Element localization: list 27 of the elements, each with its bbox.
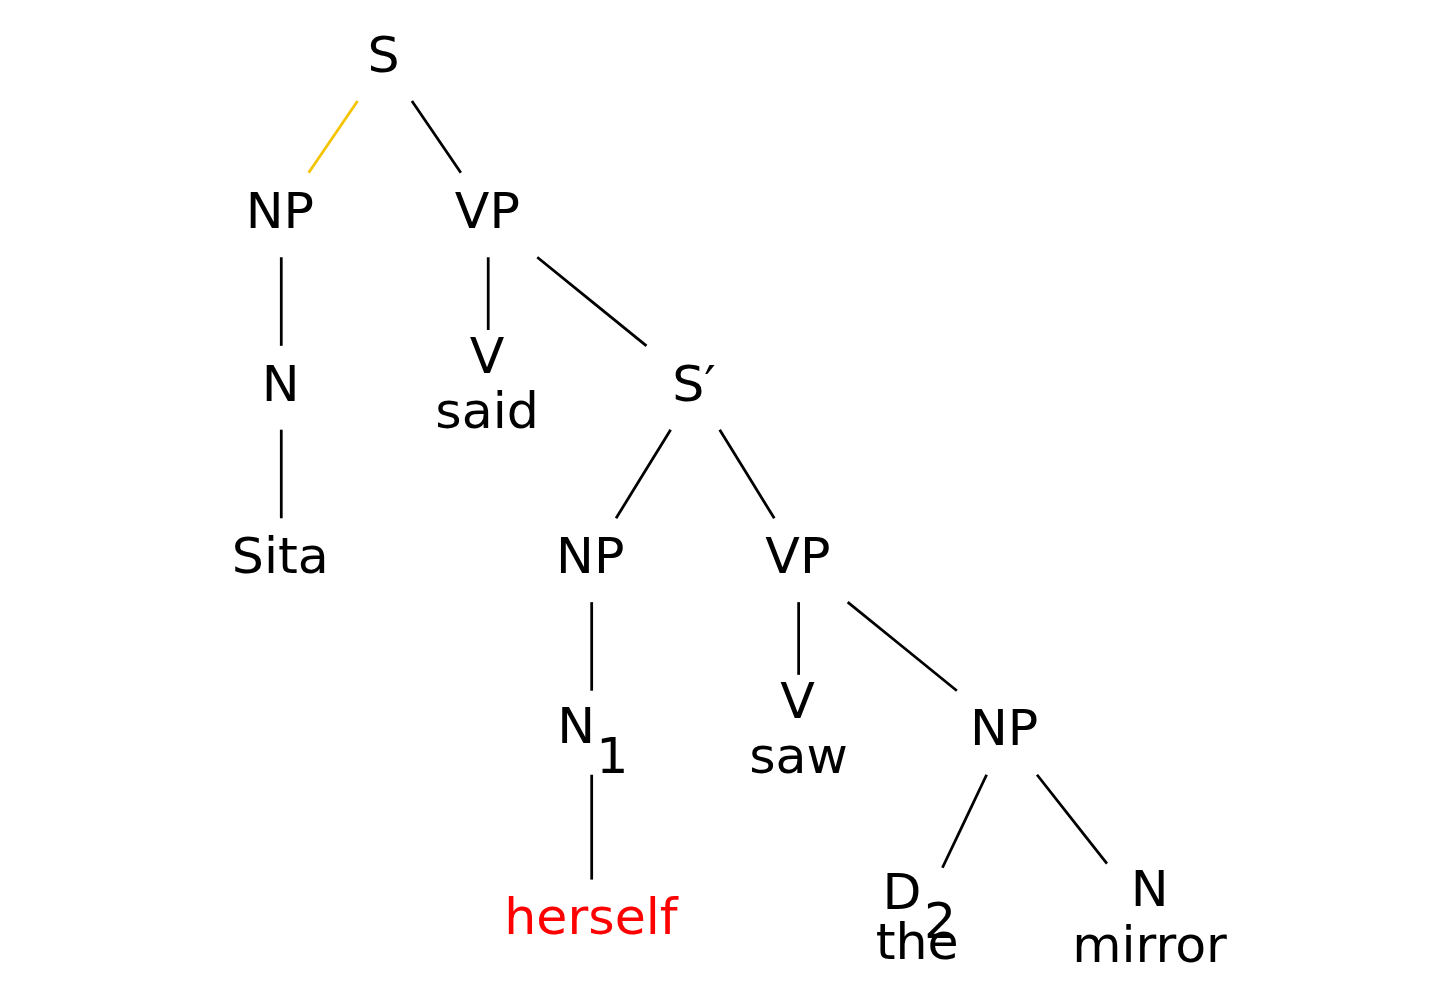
connector bbox=[279, 429, 283, 519]
connector bbox=[589, 774, 593, 880]
node-text: Sita bbox=[231, 525, 329, 585]
connector bbox=[535, 256, 647, 347]
node-text: N mirror bbox=[1071, 859, 1227, 974]
node-text: VP bbox=[764, 525, 830, 585]
node-text: N bbox=[261, 353, 300, 413]
connector bbox=[718, 429, 775, 519]
node-text: NP bbox=[969, 698, 1038, 758]
node-text: NP bbox=[245, 181, 314, 241]
connector bbox=[279, 257, 283, 346]
node-text: V said bbox=[434, 325, 539, 441]
connector bbox=[307, 100, 359, 174]
node-text: S bbox=[367, 24, 400, 84]
connector bbox=[589, 602, 593, 691]
connector bbox=[796, 602, 800, 675]
node-text: VP bbox=[454, 181, 520, 241]
node-text: herself bbox=[503, 886, 678, 946]
connector bbox=[410, 100, 462, 174]
node-text: V saw bbox=[748, 670, 848, 785]
connector bbox=[846, 601, 958, 692]
node-text: S′ bbox=[671, 353, 716, 413]
connector bbox=[1035, 773, 1108, 865]
connector bbox=[614, 429, 672, 519]
node-text: NP bbox=[555, 525, 624, 585]
connector bbox=[486, 257, 490, 330]
connector bbox=[940, 774, 988, 869]
